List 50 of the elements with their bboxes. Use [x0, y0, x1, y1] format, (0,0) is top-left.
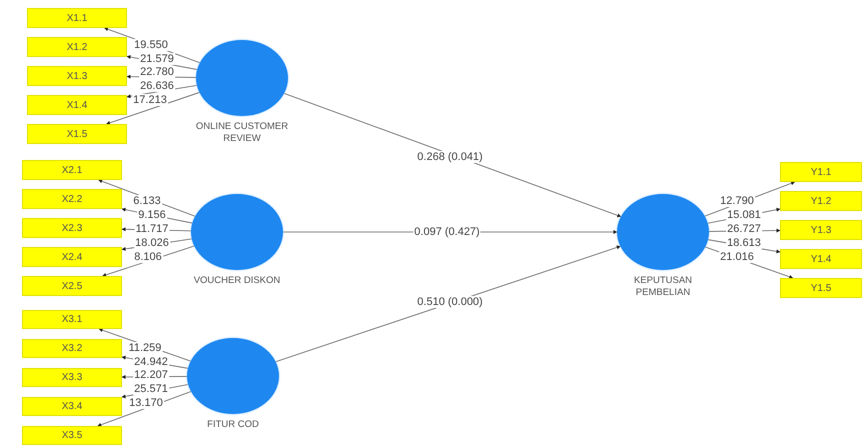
arrow [106, 92, 200, 125]
edge-label: 25.571 [133, 383, 169, 395]
indicator-box: Y1.1 [780, 162, 862, 182]
arrow [275, 246, 621, 362]
edge-label: 18.613 [726, 237, 762, 249]
indicator-box: X2.4 [22, 247, 122, 267]
edge-label: 0.097 (0.427) [413, 226, 481, 238]
edge-label: 11.717 [134, 223, 170, 235]
edge-label: 12.790 [719, 195, 755, 207]
construct-label: FITUR COD [206, 419, 260, 431]
edge-label: 21.016 [719, 251, 755, 263]
edge-label: 22.780 [139, 66, 175, 78]
indicator-box: Y1.2 [780, 191, 862, 211]
edge-label: 15.081 [726, 209, 762, 221]
edge-label: 8.106 [133, 251, 163, 263]
construct-label: KEPUTUSAN PEMBELIAN [632, 275, 694, 299]
indicator-box: Y1.5 [780, 278, 862, 298]
construct-label: ONLINE CUSTOMER REVIEW [194, 121, 290, 145]
indicator-box: X1.4 [27, 95, 127, 115]
indicator-box: X1.3 [27, 66, 127, 86]
edge-label: 17.213 [132, 94, 168, 106]
edge-label: 11.259 [128, 342, 162, 354]
indicator-box: X3.3 [22, 368, 122, 387]
edge-label: 24.942 [133, 356, 169, 368]
arrow [284, 92, 622, 218]
indicator-box: X3.4 [22, 397, 122, 416]
indicator-box: X1.1 [27, 8, 127, 28]
edge-label: 9.156 [137, 209, 167, 221]
edge-label: 19.550 [133, 39, 169, 51]
indicator-box: X1.5 [27, 124, 127, 144]
edge-label: 6.133 [132, 195, 162, 207]
edge-label: 0.268 (0.041) [416, 151, 484, 163]
edge-label: 0.510 (0.000) [416, 296, 484, 308]
indicator-box: X3.1 [22, 310, 122, 329]
edge-label: 26.727 [726, 223, 762, 235]
indicator-box: X2.3 [22, 218, 122, 238]
edge-label: 13.170 [128, 397, 164, 409]
indicator-box: X2.2 [22, 189, 122, 209]
indicator-box: X2.1 [22, 160, 122, 180]
edge-label: 12.207 [133, 369, 169, 381]
edge-label: 26.636 [139, 80, 175, 92]
indicator-box: Y1.3 [780, 220, 862, 240]
indicator-box: Y1.4 [780, 249, 862, 269]
indicator-box: X3.2 [22, 339, 122, 358]
indicator-box: X2.5 [22, 276, 122, 296]
indicator-box: X1.2 [27, 37, 127, 57]
edge-label: 21.579 [139, 53, 175, 65]
edge-label: 18.026 [134, 237, 170, 249]
construct-label: VOUCHER DISKON [192, 275, 282, 287]
indicator-box: X3.5 [22, 426, 122, 445]
